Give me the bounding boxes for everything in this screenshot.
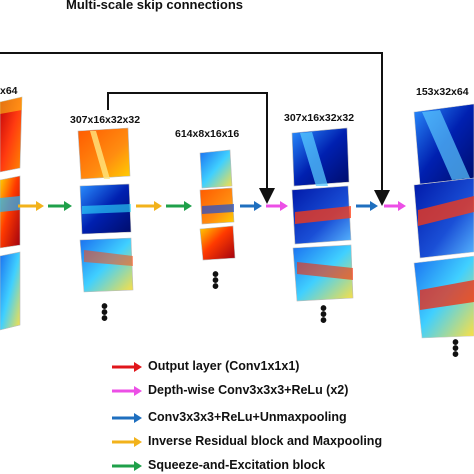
flow-arrows [18,201,406,211]
stage-1-volumes [77,127,134,293]
stage-3-volumes [291,127,354,302]
legend-conv-unmaxpool: Conv3x3x3+ReLu+Unmaxpooling [148,410,347,424]
stage-label-0: x64 [0,85,18,97]
stage-label-2: 614x8x16x16 [175,128,240,140]
legend-output-layer: Output layer (Conv1x1x1) [148,359,300,373]
stage-label-1: 307x16x32x32 [70,114,141,126]
ellipsis-stage-4: ••• [452,332,460,366]
legend-inverse-residual: Inverse Residual block and Maxpooling [148,434,383,448]
skip-connection-outer [0,52,390,206]
diagram-title: Multi-scale skip connections [66,0,243,12]
stage-2-volumes [199,149,236,261]
stage-4-volumes [413,103,474,339]
stage-0-volumes [0,96,23,331]
skip-connection-inner [107,92,275,204]
legend-depthwise-conv: Depth-wise Conv3x3x3+ReLu (x2) [148,383,349,397]
legend-arrows [112,362,142,471]
ellipsis-stage-1: ••• [101,296,109,330]
stage-label-3: 307x16x32x32 [284,112,355,124]
ellipsis-stage-3: ••• [320,298,328,332]
legend-squeeze-excitation: Squeeze-and-Excitation block [148,458,326,472]
ellipsis-stage-2: ••• [212,264,220,298]
stage-label-4: 153x32x64 [416,86,469,98]
